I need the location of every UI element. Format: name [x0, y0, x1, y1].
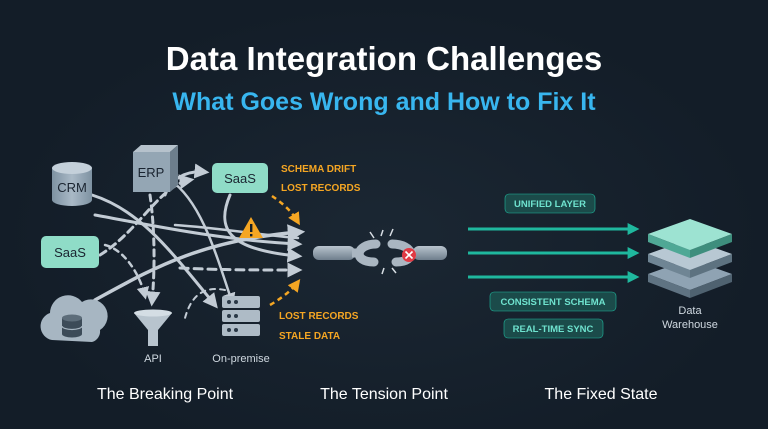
section-fixed-state: The Fixed State [545, 386, 658, 403]
onprem-node: On-premise [212, 296, 270, 365]
warning-icon [239, 217, 263, 238]
api-node: API [134, 309, 172, 365]
issue-schema-drift: SCHEMA DRIFT [281, 164, 356, 175]
section-breaking-point: The Breaking Point [97, 386, 234, 403]
flow-saas-to-tension [223, 193, 303, 263]
flow-saas-to-erp [98, 174, 195, 257]
saas-left-label: SaaS [54, 245, 86, 260]
badge-consistent-schema-text: CONSISTENT SCHEMA [500, 297, 605, 308]
flow-center-line [173, 223, 300, 240]
issue-stale-data: STALE DATA [279, 331, 340, 342]
issue-lost-records-top: LOST RECORDS [281, 183, 361, 194]
erp-node: ERP [133, 145, 178, 192]
crm-node: CRM [52, 162, 92, 206]
issue-lost-records-bottom: LOST RECORDS [279, 311, 359, 322]
flow-crm-to-onprem [90, 193, 218, 309]
onprem-label: On-premise [212, 353, 269, 365]
saas-top-node: SaaS [212, 163, 268, 193]
flow-erp-to-api [145, 193, 161, 307]
warehouse-label-line1: Data [678, 305, 702, 317]
page-subtitle: What Goes Wrong and How to Fix It [172, 88, 596, 116]
api-label: API [144, 353, 162, 365]
error-icon [402, 248, 416, 262]
badge-consistent-schema: CONSISTENT SCHEMA [489, 291, 617, 312]
unified-flows [468, 223, 640, 283]
badge-real-time-sync-text: REAL-TIME SYNC [513, 324, 594, 335]
tangled-flows [90, 163, 306, 319]
flow-crm-to-mid [93, 213, 303, 251]
saas-left-node: SaaS [41, 236, 99, 268]
badge-unified-layer-text: UNIFIED LAYER [514, 199, 586, 210]
flow-dashed-to-tension [178, 262, 303, 278]
erp-label: ERP [138, 165, 165, 180]
data-warehouse-icon [648, 219, 732, 298]
flow-onprem-to-cloud [184, 288, 226, 319]
page-title: Data Integration Challenges [166, 40, 602, 77]
cloud-db-icon [40, 295, 108, 342]
badge-unified-layer: UNIFIED LAYER [504, 193, 596, 214]
flow-saas-dashed-api [103, 243, 150, 300]
saas-top-label: SaaS [224, 171, 256, 186]
flow-erp-down [168, 178, 236, 306]
issue-arrow-top [271, 194, 300, 226]
tension-bar [313, 228, 447, 275]
badge-real-time-sync: REAL-TIME SYNC [503, 318, 604, 339]
warehouse-label-line2: Warehouse [662, 319, 718, 331]
issue-arrow-bottom [269, 279, 301, 307]
section-tension-point: The Tension Point [320, 386, 448, 403]
crm-label: CRM [57, 180, 87, 195]
